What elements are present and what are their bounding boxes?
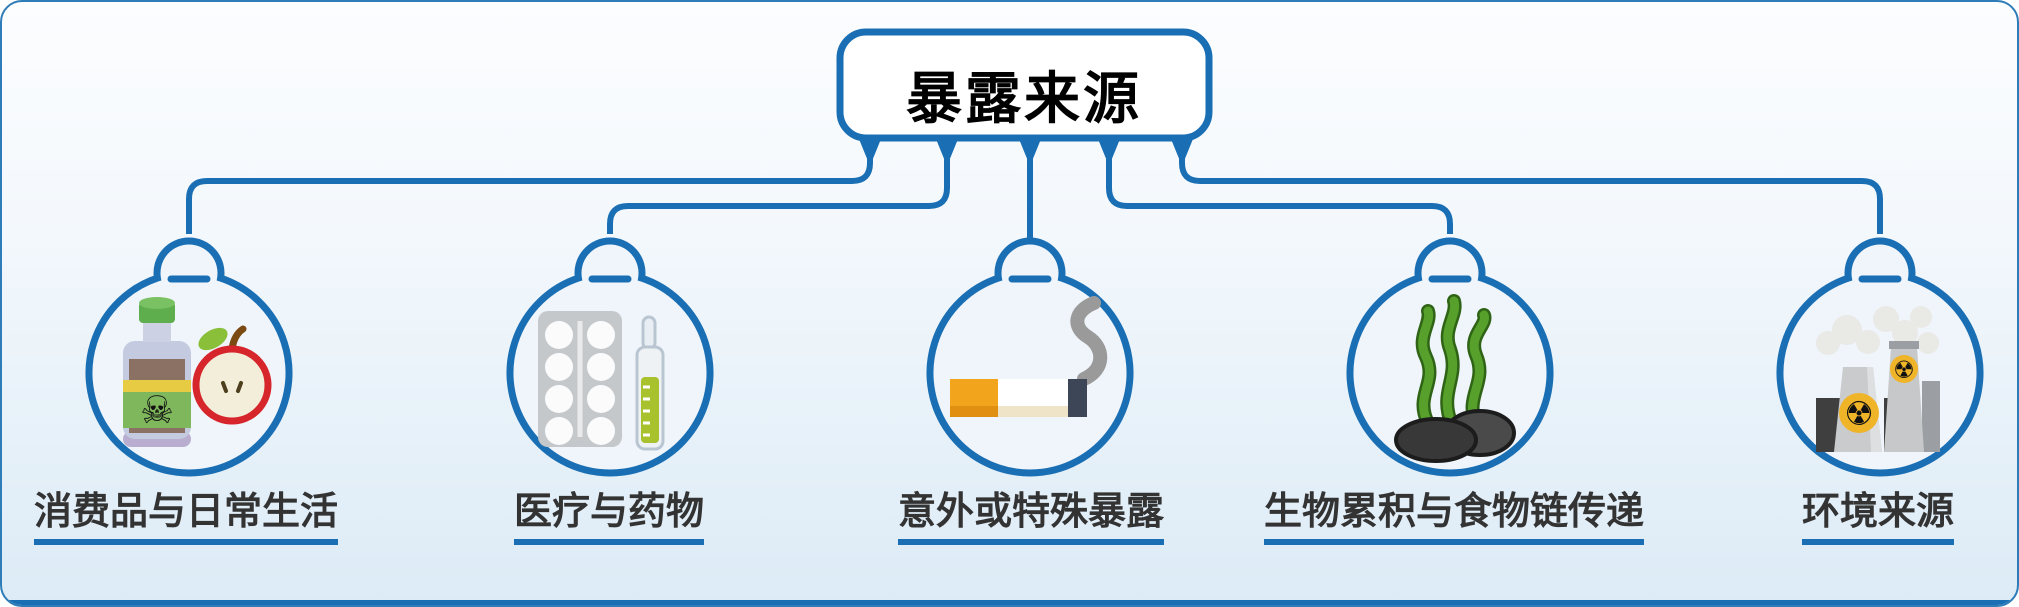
arrowhead-icon <box>859 139 881 166</box>
branch-circle-consumer: ☠ <box>85 237 293 477</box>
arrowhead-icon <box>1098 139 1120 166</box>
connector-medical <box>607 140 950 234</box>
branch-circle-medical <box>506 237 714 477</box>
rocks-icon <box>1394 409 1516 463</box>
arrowhead-icon <box>1019 139 1041 166</box>
radiation-symbol-icon: ☢ <box>1844 395 1874 432</box>
connectors <box>186 140 1883 238</box>
root-node-box <box>836 28 1213 142</box>
poison-bottle-icon: ☠ <box>123 297 191 447</box>
arrowhead-icon <box>936 139 958 166</box>
root-node-label: 暴露来源 <box>906 67 1142 130</box>
node-label-accidental: 意外或特殊暴露 <box>897 491 1165 545</box>
connector-bioaccumulation <box>1106 140 1453 234</box>
branch-circle-accidental <box>926 237 1134 477</box>
ampoule-icon <box>635 315 665 451</box>
seaweed-icon <box>1415 294 1492 432</box>
skull-icon: ☠ <box>140 390 174 432</box>
connector-consumer <box>186 140 873 234</box>
cigarette-icon <box>950 379 1087 417</box>
radiation-symbol-icon: ☢ <box>1893 357 1915 384</box>
arrowhead-icon <box>1171 139 1193 166</box>
branch-circles: ☠ <box>85 237 1984 477</box>
arrowheads <box>859 139 1193 166</box>
connector-environment <box>1179 140 1883 234</box>
node-label-bioaccumulation: 生物累积与食物链传递 <box>1263 491 1645 545</box>
branch-circle-environment: ☢ ☢ <box>1776 237 1984 477</box>
node-label-environment: 环境来源 <box>1801 491 1955 545</box>
branch-circle-bioaccumulation <box>1346 237 1554 477</box>
smoke-icon <box>1070 296 1108 386</box>
node-label-medical: 医疗与药物 <box>513 491 705 545</box>
pill-blister-icon <box>538 311 622 447</box>
nuclear-plant-icon: ☢ ☢ <box>1816 306 1940 452</box>
apple-icon <box>192 325 272 425</box>
steam-clouds-icon <box>1816 306 1939 355</box>
node-label-consumer: 消费品与日常生活 <box>33 491 339 545</box>
